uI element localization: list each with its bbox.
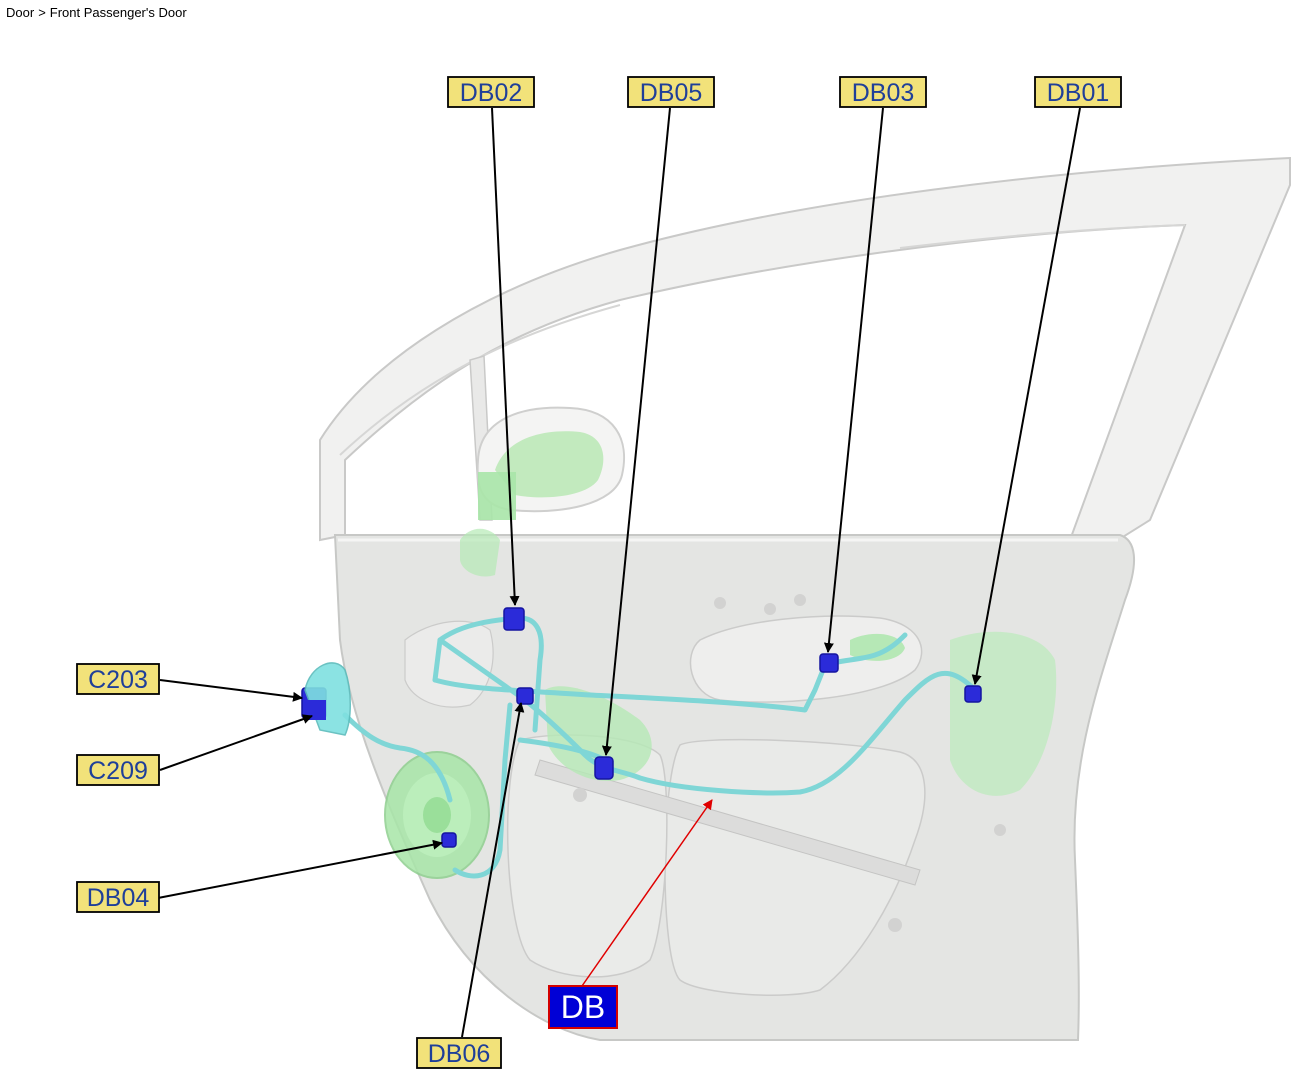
callout-db05[interactable]: DB05 xyxy=(627,76,715,108)
callout-db06[interactable]: DB06 xyxy=(416,1037,502,1069)
leader-c209 xyxy=(159,714,313,771)
breadcrumb-separator: > xyxy=(38,5,46,20)
callout-db04-label: DB04 xyxy=(87,884,150,912)
leader-db-harness xyxy=(581,799,713,987)
breadcrumb-item-current: Front Passenger's Door xyxy=(49,5,187,20)
leader-db02 xyxy=(491,107,520,606)
leader-lines xyxy=(157,107,1081,1038)
callout-c203-label: C203 xyxy=(88,666,148,694)
callout-c203[interactable]: C203 xyxy=(76,663,160,695)
callout-db01[interactable]: DB01 xyxy=(1034,76,1122,108)
callout-db-harness[interactable]: DB xyxy=(548,985,618,1029)
callout-db01-label: DB01 xyxy=(1047,79,1110,107)
callout-db06-label: DB06 xyxy=(428,1040,491,1068)
callout-db02-label: DB02 xyxy=(460,79,523,107)
callout-c209[interactable]: C209 xyxy=(76,754,160,786)
callout-db05-label: DB05 xyxy=(640,79,703,107)
callout-db02[interactable]: DB02 xyxy=(447,76,535,108)
leader-db01 xyxy=(971,107,1081,685)
breadcrumb: Door>Front Passenger's Door xyxy=(6,5,187,20)
callout-db04[interactable]: DB04 xyxy=(76,881,160,913)
mirror-assembly xyxy=(476,406,626,520)
leader-c203 xyxy=(159,679,303,702)
callout-c209-label: C209 xyxy=(88,757,148,785)
leader-db06 xyxy=(461,702,525,1038)
breadcrumb-item-door[interactable]: Door xyxy=(6,5,35,20)
callout-db03-label: DB03 xyxy=(852,79,915,107)
callout-db-harness-label: DB xyxy=(561,989,605,1025)
leader-db05 xyxy=(601,107,671,756)
leader-db04 xyxy=(157,839,443,899)
callout-db03[interactable]: DB03 xyxy=(839,76,927,108)
leader-db03 xyxy=(823,107,884,653)
green-components xyxy=(384,528,1057,879)
c203-housing xyxy=(304,662,351,736)
door-window-frame xyxy=(319,156,1291,547)
